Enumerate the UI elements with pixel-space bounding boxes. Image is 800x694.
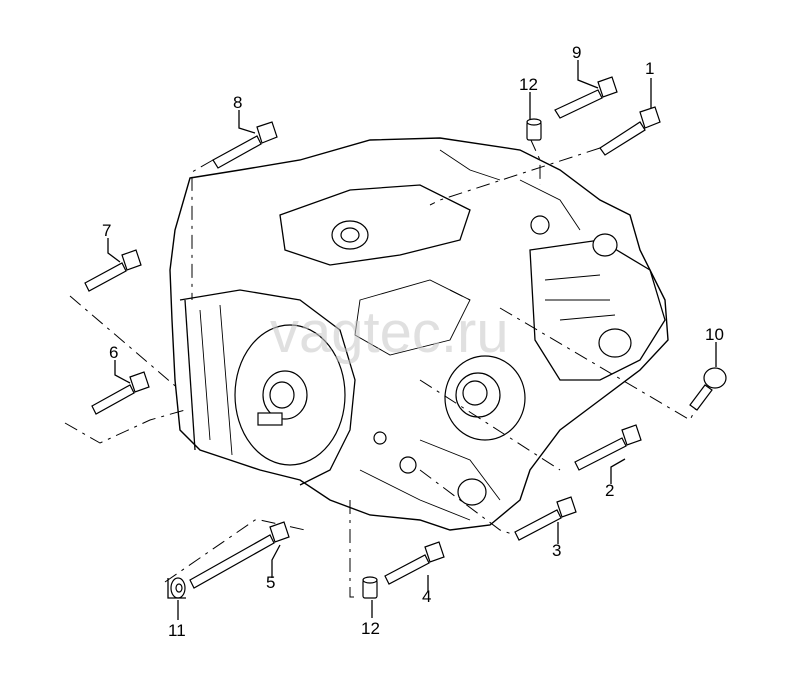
bolt-5	[189, 521, 290, 589]
bolt-6	[91, 371, 150, 415]
bolt-8	[212, 121, 278, 169]
callout-5: 5	[266, 573, 275, 592]
callout-3: 3	[552, 541, 561, 560]
callout-2: 2	[605, 481, 614, 500]
bolt-3	[514, 496, 577, 541]
callout-8: 8	[233, 93, 242, 112]
callout-7: 7	[102, 221, 111, 240]
callout-labels: 1 2 3 4 5 6 7 8 9 10 11 12 12	[102, 43, 724, 640]
callout-11: 11	[168, 621, 186, 640]
callout-9: 9	[572, 43, 581, 62]
bolt-4	[384, 541, 445, 585]
callout-10: 10	[705, 325, 724, 344]
washer-11	[167, 577, 186, 599]
screw-plug-10	[689, 367, 727, 411]
callout-12-bottom: 12	[361, 619, 380, 638]
bolt-7	[84, 249, 142, 292]
callout-12-top: 12	[519, 75, 538, 94]
bolt-9	[554, 76, 618, 119]
callout-4: 4	[422, 587, 431, 606]
bolt-1	[599, 106, 661, 156]
callout-1: 1	[645, 59, 654, 78]
callout-leaders	[107, 60, 717, 620]
watermark-text: vagtec.ru	[270, 300, 509, 365]
callout-6: 6	[109, 343, 118, 362]
bolt-2	[574, 424, 642, 471]
fasteners	[84, 76, 727, 599]
dowel-sleeve-12-bottom	[362, 576, 378, 599]
transmission-housing	[169, 137, 669, 531]
dowel-sleeve-12-top	[526, 118, 542, 141]
